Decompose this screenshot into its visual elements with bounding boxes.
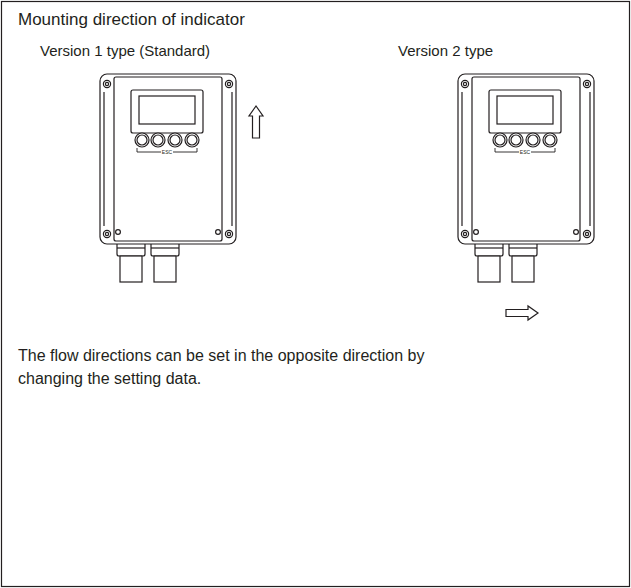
heading: Mounting direction of indicator [18,10,245,30]
flow-arrow [506,306,538,320]
version-label: Version 1 type (Standard) [40,42,210,60]
key-label: ESC [519,149,531,155]
indicator-housing [100,74,236,282]
version-label: Version 2 type [398,42,493,60]
indicator-housing [458,74,594,282]
note: The flow directions can be set in the op… [18,344,468,390]
flow-arrow [249,106,263,138]
key-label: ESC [161,149,173,155]
